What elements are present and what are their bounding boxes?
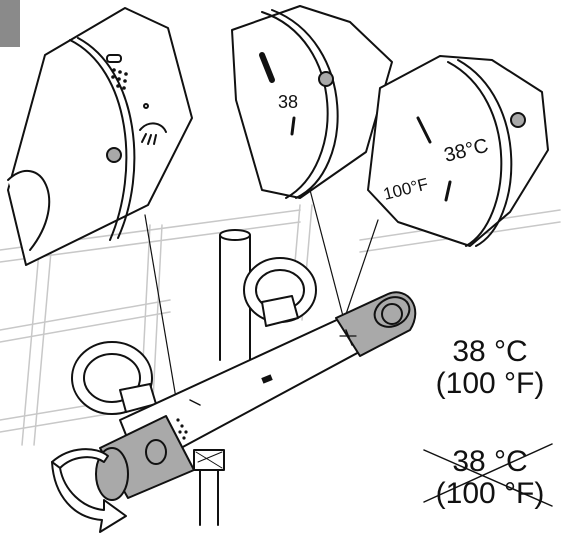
rotate-arrow-icon [51,448,127,533]
recommended-temperature-celsius: 38 °C [452,335,528,368]
incorrect-temperature-celsius: 38 °C [452,445,528,478]
wall-connection-right [243,257,317,327]
page-tab-marker [0,0,20,47]
recommended-temperature-fahrenheit: (100 °F) [435,366,545,400]
callout-dial-38: 38 [231,5,393,199]
callout-dial-zoom: 100°F 38°C [367,55,549,247]
temperature-knob [335,291,417,357]
incorrect-temperature-fahrenheit: (100 °F) [435,476,545,510]
spray-dots-icon [111,68,128,90]
knob-dots [176,418,188,440]
callout-flow-selector [7,7,193,266]
cross-out-icon [423,443,553,507]
incorrect-temperature-label: 38 °C (100 °F) [420,446,560,509]
shower-icon [139,122,167,145]
wall-connection-left [71,341,157,415]
recommended-temperature-label: 38 °C (100 °F) [420,336,560,399]
dial-38-label: 38 [278,92,298,112]
leader-lines [144,189,379,411]
flow-knob [95,415,195,501]
hose-outlet [193,449,225,526]
